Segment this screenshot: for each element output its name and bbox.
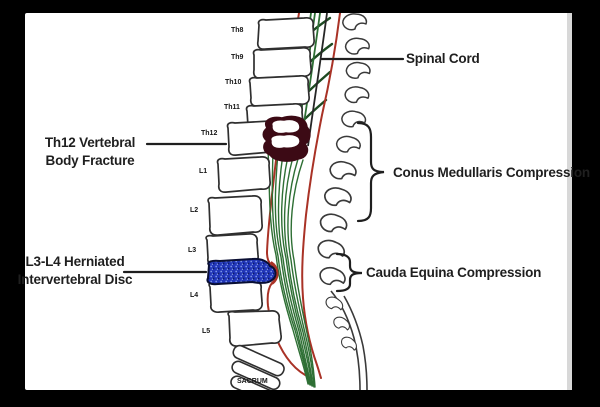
vertebra-label-th8: Th8 bbox=[231, 27, 244, 34]
vertebra-label-th12: Th12 bbox=[201, 130, 218, 137]
leader-lines bbox=[122, 57, 405, 274]
vertebra-label-l2: L2 bbox=[190, 207, 199, 214]
sacrum-label: SACRUM bbox=[237, 378, 268, 385]
th12-fracture-label-line1: Th12 Vertebral bbox=[44, 135, 136, 150]
brackets bbox=[335, 121, 385, 293]
panel-right-edge bbox=[567, 13, 572, 390]
vertebra-label-th11: Th11 bbox=[224, 104, 240, 111]
vertebral-column bbox=[205, 16, 315, 347]
spinous-processes bbox=[314, 13, 373, 355]
sacrum-bone bbox=[230, 290, 368, 390]
herniated-disc bbox=[206, 257, 279, 286]
fracture-blob bbox=[262, 115, 311, 162]
herniated-disc-label-line1: L3-L4 Herniated bbox=[25, 254, 125, 269]
vertebra-label-l4: L4 bbox=[190, 292, 199, 299]
conus-compression-label: Conus Medullaris Compression bbox=[393, 165, 590, 180]
conus-bracket bbox=[356, 121, 385, 223]
herniated-disc-label-line2: Intervertebral Disc bbox=[17, 272, 133, 287]
vertebra-label-th9: Th9 bbox=[231, 54, 244, 61]
th12-fracture-label: Th12 Vertebral Body Fracture bbox=[30, 134, 150, 170]
vertebra-label-l3: L3 bbox=[188, 247, 197, 254]
vertebra-label-th10: Th10 bbox=[225, 79, 242, 86]
herniated-disc-label: L3-L4 Herniated Intervertebral Disc bbox=[14, 253, 136, 289]
vertebra-label-l5: L5 bbox=[202, 328, 211, 335]
th12-fracture-label-line2: Body Fracture bbox=[45, 153, 135, 168]
cauda-compression-label: Cauda Equina Compression bbox=[366, 265, 542, 280]
vertebra-label-l1: L1 bbox=[199, 168, 208, 175]
cauda-bracket bbox=[335, 252, 363, 293]
spinal-cord-label: Spinal Cord bbox=[406, 51, 480, 66]
